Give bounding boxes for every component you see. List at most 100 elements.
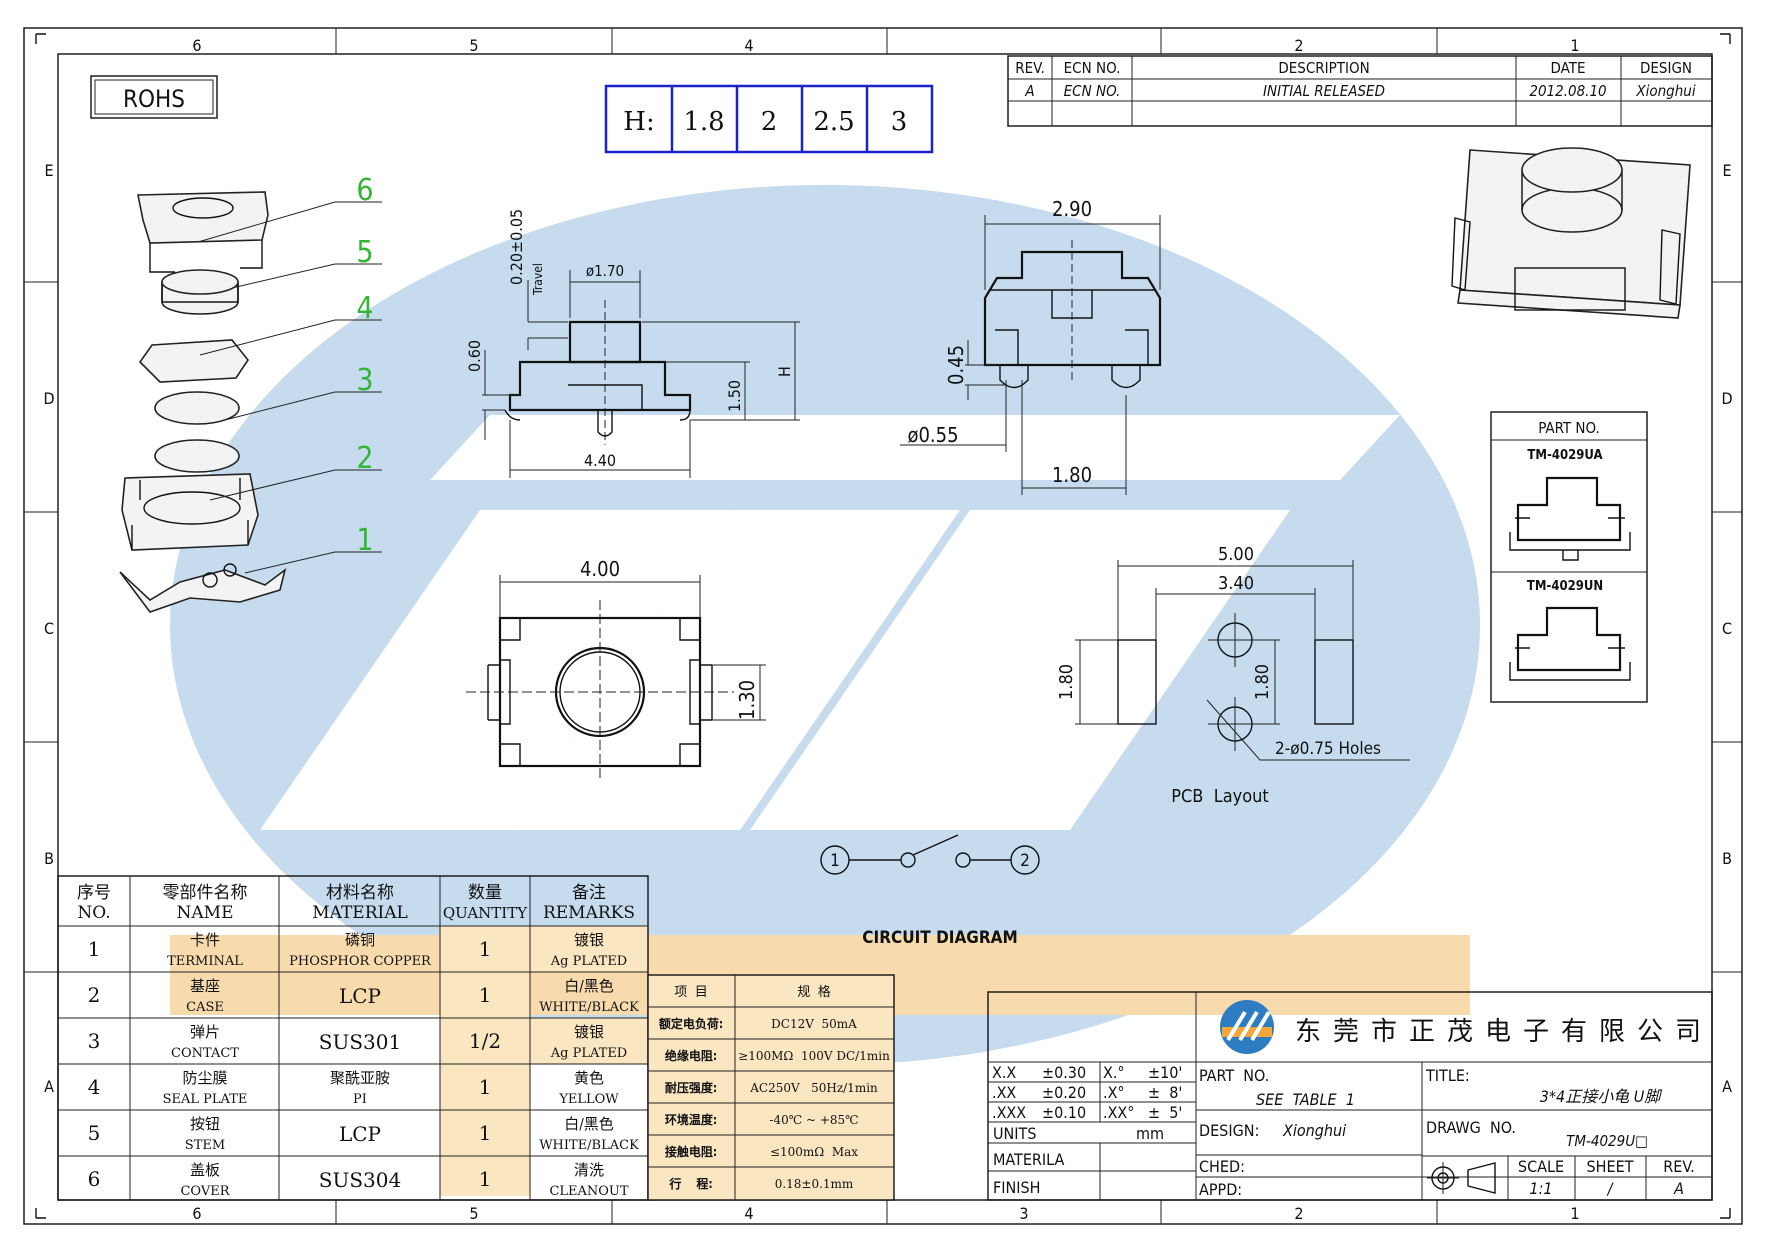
zone-labels: 6 5 4 2 1 6 5 4 3 2 1 E D C B A E D C B … — [43, 36, 1732, 1223]
part-stem — [161, 269, 239, 315]
bom-header-cn: 数量 — [468, 883, 502, 903]
revision-table: REV. ECN NO. DESCRIPTION DATE DESIGN A E… — [1007, 55, 1713, 127]
bom-cell-en: SUS301 — [319, 1030, 401, 1054]
exploded-view: 6 5 4 3 2 1 — [119, 173, 382, 613]
tol-cell: X.° — [1103, 1063, 1125, 1082]
tol-cell: .XX — [992, 1083, 1016, 1102]
tol-cell: ±0.10 — [1042, 1103, 1086, 1122]
spec-item: 绝缘电阻: — [665, 1048, 717, 1063]
tol-cell: .X° — [1103, 1083, 1125, 1102]
part-case — [121, 473, 259, 551]
bom-header-cn: 零部件名称 — [163, 883, 248, 903]
spec-header: 项 目 — [674, 985, 707, 1000]
rev-cell: ECN NO. — [1064, 82, 1121, 100]
bom-cell-cn: 黄色 — [574, 1069, 604, 1087]
balloon-number: 1 — [356, 523, 373, 558]
circuit-diagram: 1 2 CIRCUIT DIAGRAM — [820, 834, 1040, 948]
bom-cell-cn: 镀银 — [574, 1023, 604, 1041]
drawing-border — [23, 27, 1743, 1225]
zone-row-right: C — [1722, 619, 1732, 638]
zone-col-bottom: 3 — [1019, 1204, 1028, 1223]
bom-cell: 4 — [88, 1075, 101, 1099]
zone-col-top: 2 — [1294, 36, 1303, 55]
drawg-label: DRAWG NO. — [1426, 1118, 1516, 1137]
circuit-pin: 1 — [830, 851, 840, 871]
balloon-number: 4 — [356, 291, 373, 326]
units-label: UNITS — [993, 1124, 1036, 1143]
top-view: 4.00 1.30 — [466, 557, 766, 782]
dim-travel: 0.20±0.05 — [507, 209, 526, 285]
units-value: mm — [1136, 1124, 1164, 1143]
part-contact — [154, 391, 240, 425]
bom-cell-cn: 聚酰亚胺 — [330, 1069, 390, 1087]
bom-cell: 1 — [88, 937, 101, 961]
bom-header-en: MATERIAL — [312, 903, 408, 923]
bom-header-en: QUANTITY — [443, 904, 528, 922]
design-label: DESIGN: — [1199, 1121, 1259, 1140]
projection-symbol-icon — [1427, 1162, 1496, 1194]
zone-row-right: A — [1722, 1077, 1732, 1096]
bom-cell-en: TERMINAL — [167, 954, 243, 969]
zone-col-bottom: 1 — [1570, 1204, 1579, 1223]
zone-row-left: A — [44, 1077, 54, 1096]
rev-cell: INITIAL RELEASED — [1263, 82, 1385, 100]
tol-cell: ± 8' — [1148, 1083, 1182, 1102]
pcb-holes-note: 2-ø0.75 Holes — [1275, 739, 1381, 759]
bom-header-en: NAME — [177, 903, 234, 923]
dim-400: 4.00 — [580, 557, 620, 581]
bom-cell-cn: 基座 — [190, 977, 220, 995]
part-no-header: PART NO. — [1538, 419, 1600, 437]
bom-cell-en: LCP — [339, 1122, 381, 1146]
front-view: 2.90 0.45 ø0.55 1.80 — [900, 197, 1162, 495]
bom-cell: 6 — [88, 1167, 101, 1191]
rev-label: REV. — [1663, 1157, 1694, 1176]
part-seal-plate — [138, 339, 249, 383]
bom-cell: 3 — [88, 1029, 101, 1053]
bom-cell-cn: 盖板 — [190, 1161, 220, 1179]
zone-col-bottom: 4 — [744, 1204, 753, 1223]
bom-cell-en: WHITE/BLACK — [539, 1000, 639, 1015]
ched-label: CHED: — [1199, 1157, 1245, 1176]
tol-cell: X.X — [992, 1063, 1016, 1082]
bom-cell-en: CONTACT — [171, 1046, 239, 1061]
rev-cell: A — [1024, 82, 1034, 100]
bom-cell-en: CASE — [186, 1000, 224, 1015]
rev-header: DESCRIPTION — [1278, 59, 1369, 77]
bom-cell: 1 — [479, 1167, 492, 1191]
bom-header-en: NO. — [77, 903, 110, 923]
bom-cell-en: SUS304 — [319, 1168, 401, 1192]
bom-cell-en: PHOSPHOR COPPER — [289, 954, 432, 969]
spec-value: ≤100mΩ Max — [770, 1145, 858, 1159]
bom-cell-en: SEAL PLATE — [163, 1092, 248, 1107]
part-contact — [154, 439, 240, 473]
balloon-number: 6 — [356, 173, 373, 208]
spec-value: DC12V 50mA — [771, 1017, 857, 1031]
zone-col-top: 1 — [1570, 36, 1579, 55]
appd-label: APPD: — [1199, 1180, 1242, 1199]
zone-row-left: D — [43, 389, 54, 408]
balloon-number: 5 — [356, 235, 373, 270]
dim-045: 0.45 — [944, 345, 968, 385]
part-no-label: PART NO. — [1199, 1066, 1269, 1085]
bom-cell-en: COVER — [180, 1184, 230, 1199]
spec-value: -40℃ ~ +85℃ — [769, 1113, 858, 1127]
dim-150: 1.50 — [725, 380, 744, 412]
rev-cell: 2012.08.10 — [1529, 82, 1606, 100]
dim-180: 1.80 — [1052, 463, 1092, 487]
bom-cell: 1 — [479, 1075, 492, 1099]
bom-cell-en: PI — [353, 1092, 367, 1107]
bom-cell-cn: 磷铜 — [345, 931, 375, 949]
height-value: 3 — [891, 107, 908, 137]
side-view: 0.20±0.05 Travel ø1.70 0.60 1.50 H 4.40 — [465, 209, 800, 478]
dim-340: 3.40 — [1218, 573, 1254, 594]
bom-header-cn: 备注 — [572, 883, 606, 903]
balloon-number: 3 — [356, 363, 373, 398]
bom-cell: 5 — [88, 1121, 101, 1145]
bom-cell-en: CLEANOUT — [549, 1184, 628, 1199]
bom-cell-en: WHITE/BLACK — [539, 1138, 639, 1153]
tol-cell: ± 5' — [1148, 1103, 1182, 1122]
pcb-layout: 5.00 3.40 1.80 1.80 2-ø0.75 Holes PCB La… — [1056, 544, 1410, 807]
